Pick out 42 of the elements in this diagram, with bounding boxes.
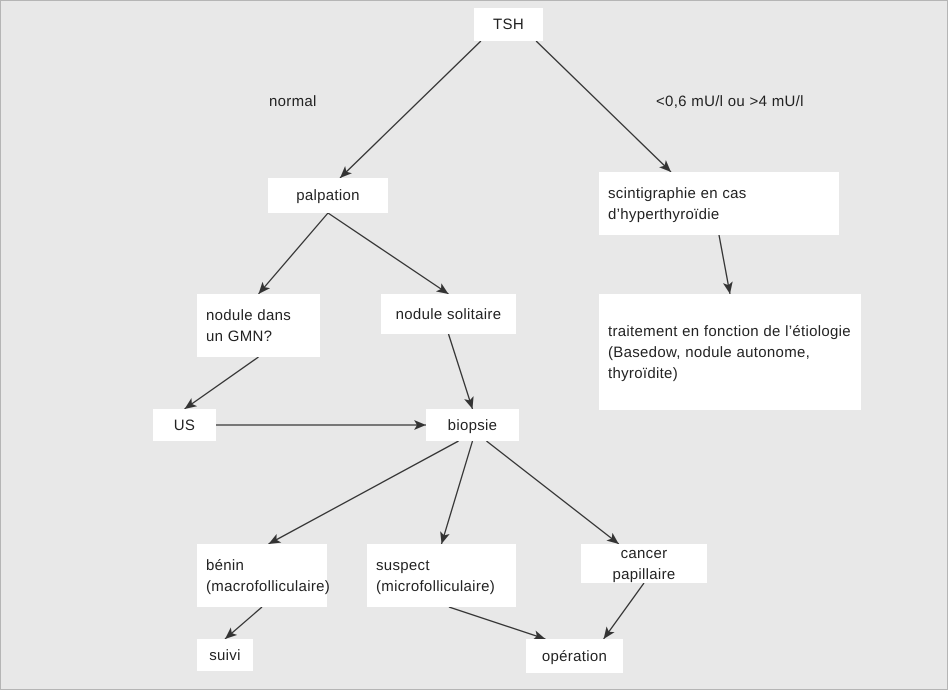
box-label: cancer papillaire <box>611 544 677 584</box>
arrow <box>536 40 672 172</box>
box-label: biopsie <box>448 416 498 436</box>
process-box <box>474 8 543 41</box>
process-box <box>197 294 320 357</box>
process-box <box>197 544 327 607</box>
arrow <box>340 40 482 178</box>
box-label: scintigraphie en cas d’hyperthyroïdie <box>608 184 748 224</box>
box-label: palpation <box>296 186 360 206</box>
box-label: bénin (macrofolliculaire) <box>206 556 330 596</box>
arrow <box>224 606 262 640</box>
process-box <box>268 178 388 213</box>
process-box <box>153 409 216 441</box>
box-label: suivi <box>209 646 241 666</box>
arrow <box>603 582 645 640</box>
process-box <box>197 639 253 671</box>
box-label: nodule solitaire <box>396 304 502 324</box>
arrow <box>328 212 449 295</box>
process-box <box>599 294 861 410</box>
process-box <box>526 639 623 673</box>
arrow <box>448 606 546 640</box>
process-box <box>381 294 516 334</box>
arrow <box>258 212 328 294</box>
edge-label: <0,6 mU/l ou >4 mU/l <box>656 93 804 110</box>
arrow <box>216 420 426 430</box>
process-box <box>581 544 707 583</box>
box-label: nodule dans un GMN? <box>206 306 292 346</box>
process-box <box>367 544 516 607</box>
arrow <box>718 234 733 294</box>
arrow <box>448 334 474 410</box>
arrow <box>184 356 259 410</box>
process-box <box>426 409 519 441</box>
process-box <box>599 172 839 235</box>
box-label: suspect (microfolliculaire) <box>376 556 496 596</box>
arrow <box>440 440 474 544</box>
box-label: traitement en fonction de l’étiologie (Basedow, nodule autonome, thyroïdite) <box>608 322 852 384</box>
arrow <box>486 440 620 545</box>
box-label: TSH <box>493 15 524 35</box>
edge-label: normal <box>269 93 317 110</box>
box-label: US <box>174 416 196 436</box>
box-label: opération <box>542 646 608 666</box>
arrow <box>268 440 459 545</box>
